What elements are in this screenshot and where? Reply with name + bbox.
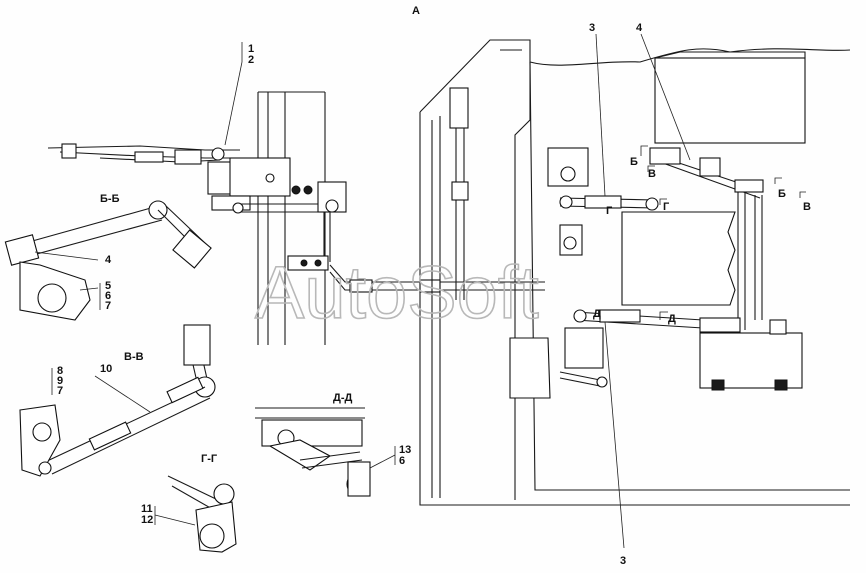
section-bb-drawing bbox=[4, 200, 212, 321]
center-gearbox bbox=[509, 147, 763, 399]
callout-1: 1 bbox=[248, 43, 254, 55]
cut-mark-v1: В bbox=[648, 168, 656, 180]
section-dd-drawing bbox=[255, 407, 396, 497]
section-gg-drawing bbox=[154, 475, 237, 553]
callout-4-bb: 4 bbox=[105, 254, 112, 266]
callout-11: 11 bbox=[141, 503, 153, 515]
leader-3-bottom bbox=[604, 321, 625, 549]
cut-mark-d2: Д bbox=[668, 313, 676, 325]
cut-mark-g1: Г bbox=[606, 205, 613, 217]
section-gg-title: Г-Г bbox=[201, 453, 218, 465]
callout-7: 7 bbox=[105, 300, 111, 312]
callout-6b: 6 bbox=[399, 455, 405, 467]
cut-mark-d1: Д bbox=[593, 308, 601, 320]
leader-4-right bbox=[640, 33, 691, 161]
view-label: А bbox=[412, 5, 420, 17]
callout-7b: 7 bbox=[57, 385, 63, 397]
right-linkage-rods bbox=[460, 147, 764, 388]
callout-9: 9 bbox=[57, 375, 63, 387]
cut-mark-b1: Б bbox=[630, 156, 638, 168]
callout-5: 5 bbox=[105, 280, 111, 292]
callout-13: 13 bbox=[399, 444, 411, 456]
upper-left-mechanism bbox=[47, 42, 460, 345]
section-vv-drawing bbox=[19, 324, 216, 477]
callout-6: 6 bbox=[105, 290, 111, 302]
callout-12: 12 bbox=[141, 514, 153, 526]
watermark: AutoSoft bbox=[255, 251, 539, 334]
callout-3-bottom: 3 bbox=[620, 555, 626, 567]
cut-mark-b2: Б bbox=[778, 188, 786, 200]
leader-3-top bbox=[595, 33, 606, 197]
cut-mark-g2: Г bbox=[663, 201, 670, 213]
section-dd-title: Д-Д bbox=[333, 392, 352, 404]
section-bb-title: Б-Б bbox=[100, 193, 120, 205]
callout-2: 2 bbox=[248, 54, 254, 66]
control-box bbox=[654, 51, 806, 391]
callout-8: 8 bbox=[57, 365, 63, 377]
section-cut-marks bbox=[640, 145, 806, 320]
cab-frame bbox=[419, 39, 851, 506]
callout-3-top: 3 bbox=[589, 22, 595, 34]
section-vv-title: В-В bbox=[124, 351, 144, 363]
callout-4-right: 4 bbox=[636, 22, 643, 34]
cut-mark-v2: В bbox=[803, 201, 811, 213]
callout-10: 10 bbox=[100, 363, 112, 375]
